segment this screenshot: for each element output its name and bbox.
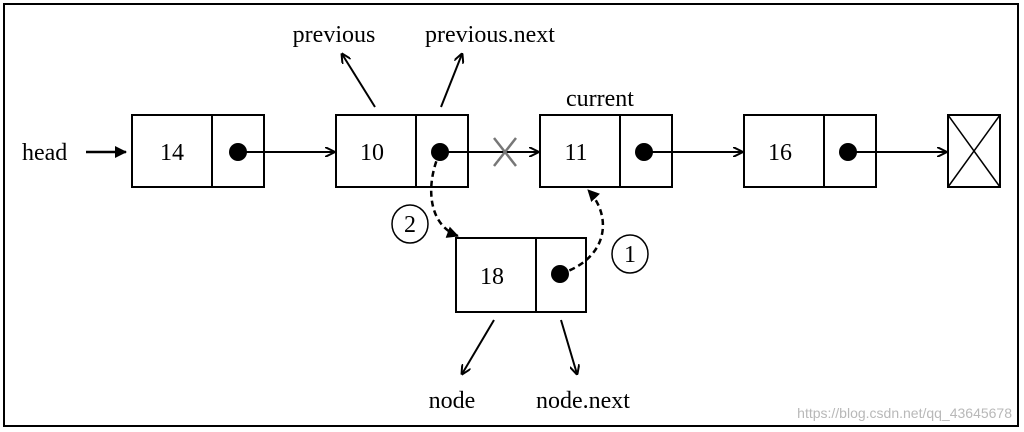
node-value: 16	[768, 140, 792, 166]
step-1-dashed-arrow	[559, 189, 605, 276]
node-pointer-arrow	[462, 319, 495, 374]
head-label: head	[22, 140, 67, 166]
previous-next-label: previous.next	[425, 22, 555, 48]
watermark-text: https://blog.csdn.net/qq_43645678	[797, 405, 1012, 421]
node-label: node	[429, 388, 476, 414]
node-value: 11	[564, 140, 587, 166]
node-next-pointer-arrow	[560, 319, 577, 374]
current-label: current	[566, 86, 634, 112]
node-value: 14	[160, 140, 184, 166]
step-1-number: 1	[624, 242, 636, 268]
step-1-marker: 1	[611, 234, 649, 274]
node-value: 18	[480, 264, 504, 290]
new-node-18: 18	[455, 237, 587, 313]
previous-label: previous	[293, 22, 376, 48]
node-value: 10	[360, 140, 384, 166]
cross-mark-icon	[493, 137, 517, 167]
previous-pointer-arrow	[342, 54, 376, 108]
previous-next-pointer-arrow	[440, 54, 462, 108]
step-2-number: 2	[404, 212, 416, 238]
node-next-label: node.next	[536, 388, 630, 414]
step-2-dashed-arrow	[429, 151, 459, 238]
step-2-marker: 2	[391, 204, 429, 244]
diagram-frame	[3, 3, 1019, 427]
null-terminator-icon	[947, 114, 1001, 188]
